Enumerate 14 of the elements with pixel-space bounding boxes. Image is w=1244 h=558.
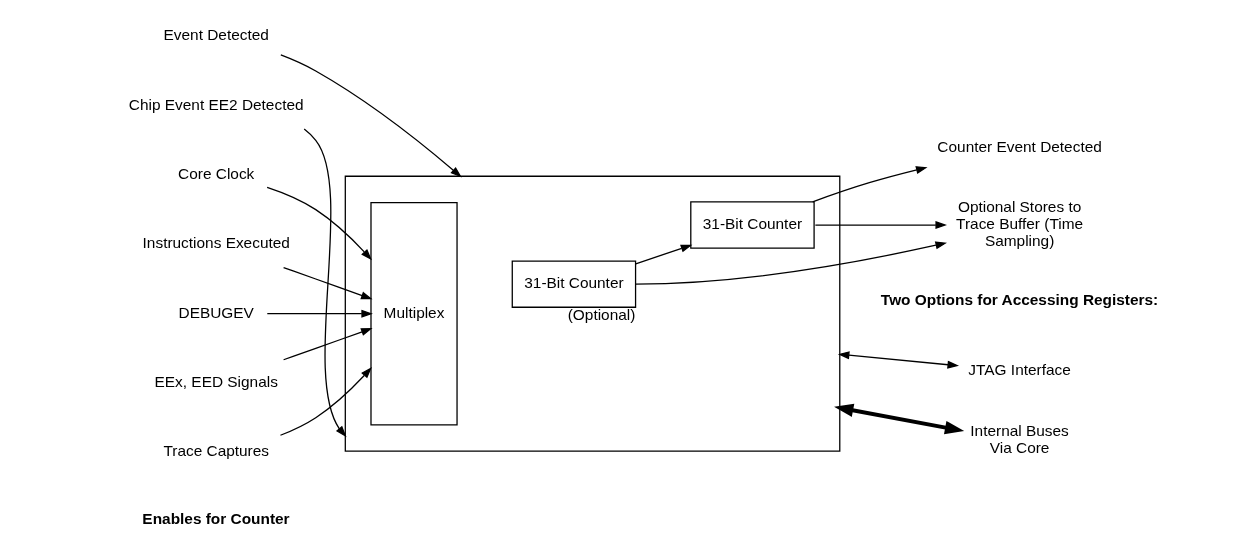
label: Two Options for Accessing Registers: bbox=[880, 290, 1159, 308]
node-text: EEx, EED Signals bbox=[154, 373, 278, 391]
node-text: Core Clock bbox=[178, 164, 255, 182]
node-text: Counter Event Detected bbox=[937, 137, 1102, 155]
node-text: Trace Captures bbox=[163, 442, 270, 460]
node-label: (Optional) bbox=[567, 305, 636, 323]
node-text: DEBUGEV bbox=[178, 303, 254, 321]
node-text: Instructions Executed bbox=[142, 234, 290, 252]
node-text: Optional Stores to Trace Buffer (Time Sampling) bbox=[956, 198, 1084, 249]
node-text: Internal Buses Via Core bbox=[970, 422, 1069, 457]
node-text: Event Detected bbox=[163, 26, 269, 44]
label: Enables for Counter bbox=[142, 510, 290, 528]
node-text: Chip Event EE2 Detected bbox=[128, 95, 304, 113]
node-text: JTAG Interface bbox=[968, 361, 1071, 379]
